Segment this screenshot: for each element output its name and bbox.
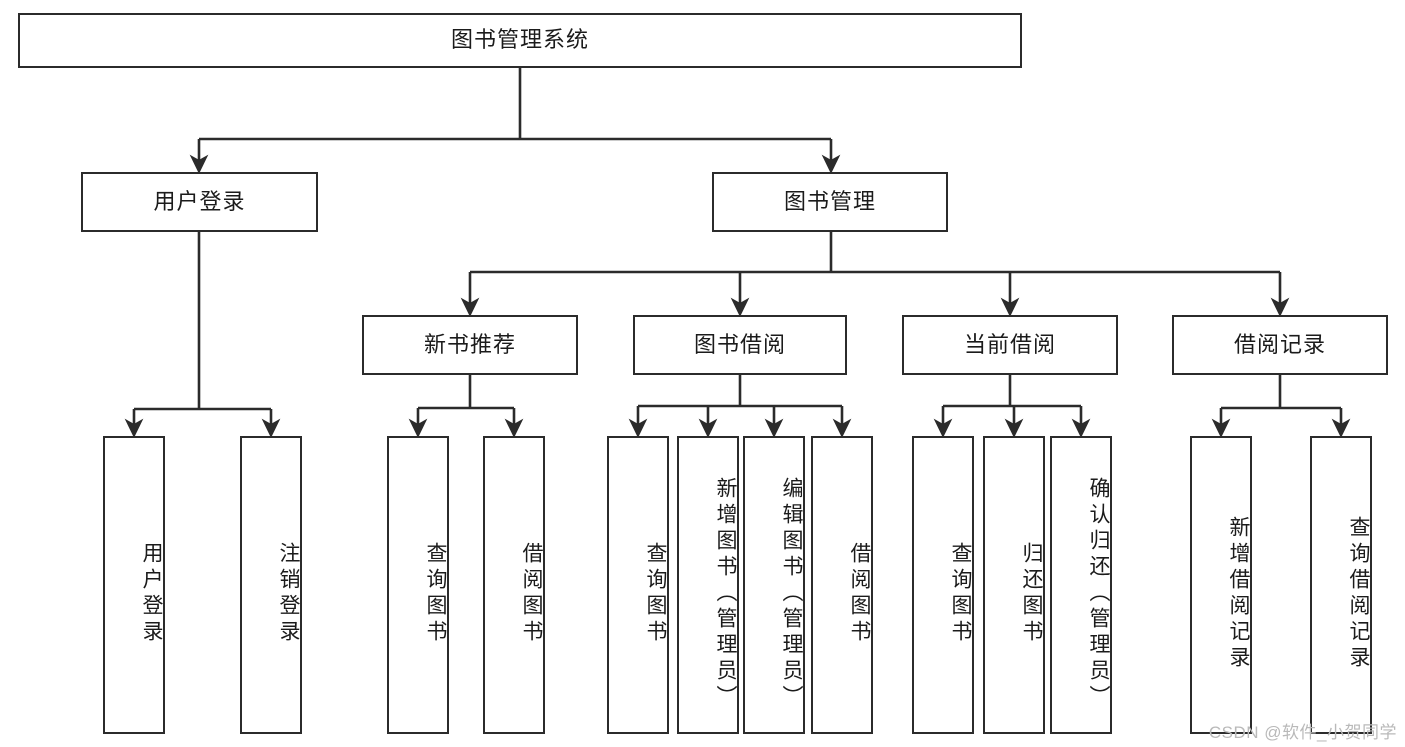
leaf-node-label: 归还图书 bbox=[1020, 542, 1043, 646]
leaf-node[interactable]: 新增借阅记录 bbox=[1190, 436, 1252, 734]
leaf-node-label: 查询图书 bbox=[949, 542, 972, 646]
leaf-node[interactable]: 查询图书 bbox=[607, 436, 669, 734]
node-new-book-recommend[interactable]: 新书推荐 bbox=[362, 315, 578, 375]
leaf-node[interactable]: 归还图书 bbox=[983, 436, 1045, 734]
leaf-node[interactable]: 用户登录 bbox=[103, 436, 165, 734]
leaf-node-label: 新增借阅记录 bbox=[1227, 516, 1250, 672]
leaf-node[interactable]: 查询图书 bbox=[387, 436, 449, 734]
leaf-node[interactable]: 查询借阅记录 bbox=[1310, 436, 1372, 734]
node-user-login[interactable]: 用户登录 bbox=[81, 172, 318, 232]
node-borrow-record-label: 借阅记录 bbox=[1233, 331, 1326, 357]
node-book-borrow[interactable]: 图书借阅 bbox=[633, 315, 847, 375]
node-book-management[interactable]: 图书管理 bbox=[712, 172, 948, 232]
leaf-node-label: 注销登录 bbox=[277, 542, 300, 646]
node-root[interactable]: 图书管理系统 bbox=[18, 13, 1022, 68]
leaf-node[interactable]: 编辑图书（管理员） bbox=[743, 436, 805, 734]
leaf-node-label: 查询图书 bbox=[424, 542, 447, 646]
leaf-node-label: 查询借阅记录 bbox=[1347, 516, 1370, 672]
node-new-book-recommend-label: 新书推荐 bbox=[423, 331, 516, 357]
leaf-node-label: 新增图书（管理员） bbox=[714, 477, 737, 711]
leaf-node[interactable]: 借阅图书 bbox=[811, 436, 873, 734]
leaf-node[interactable]: 确认归还（管理员） bbox=[1050, 436, 1112, 734]
leaf-node[interactable]: 借阅图书 bbox=[483, 436, 545, 734]
leaf-node-label: 编辑图书（管理员） bbox=[780, 477, 803, 711]
leaf-node[interactable]: 查询图书 bbox=[912, 436, 974, 734]
node-user-login-label: 用户登录 bbox=[153, 188, 246, 214]
leaf-node-label: 查询图书 bbox=[644, 542, 667, 646]
leaf-node-label: 借阅图书 bbox=[520, 542, 543, 646]
csdn-watermark: CSDN @软件_小贺同学 bbox=[1208, 723, 1397, 742]
node-current-borrow-label: 当前借阅 bbox=[963, 331, 1056, 357]
leaf-node-label: 确认归还（管理员） bbox=[1087, 477, 1110, 711]
node-current-borrow[interactable]: 当前借阅 bbox=[902, 315, 1118, 375]
node-book-management-label: 图书管理 bbox=[783, 188, 876, 214]
leaf-node[interactable]: 新增图书（管理员） bbox=[677, 436, 739, 734]
leaf-node[interactable]: 注销登录 bbox=[240, 436, 302, 734]
node-root-label: 图书管理系统 bbox=[450, 27, 589, 53]
leaf-node-label: 借阅图书 bbox=[848, 542, 871, 646]
node-borrow-record[interactable]: 借阅记录 bbox=[1172, 315, 1388, 375]
node-book-borrow-label: 图书借阅 bbox=[693, 331, 786, 357]
leaf-node-label: 用户登录 bbox=[140, 542, 163, 646]
